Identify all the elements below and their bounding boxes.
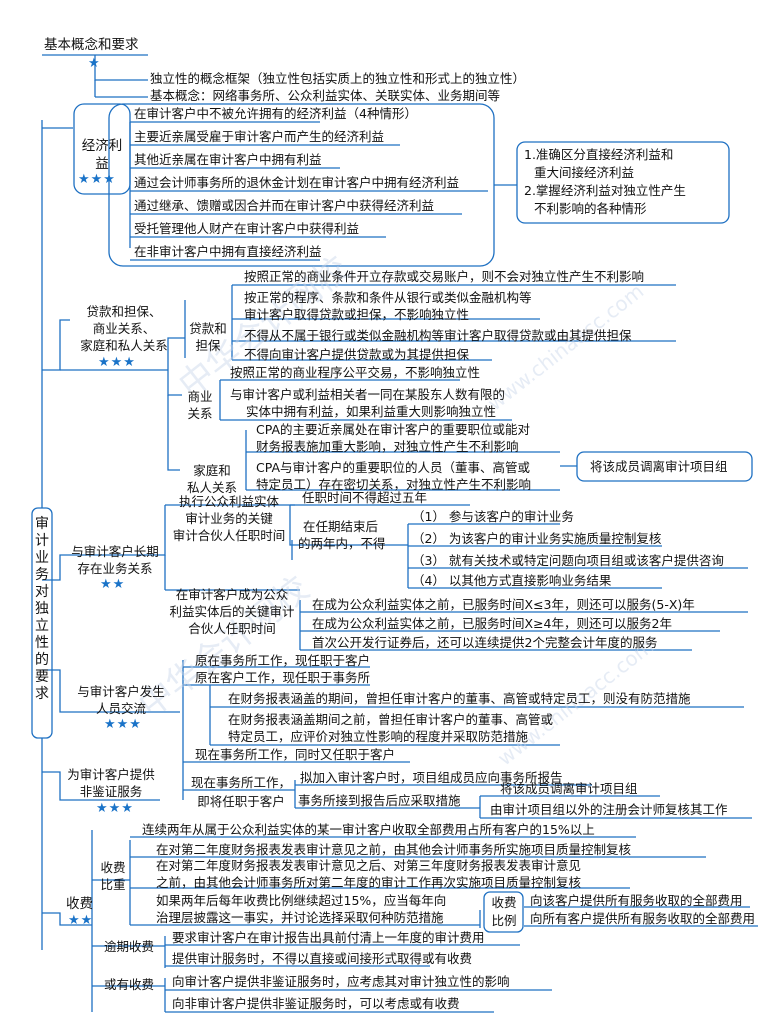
fee-contingent-item: 向非审计客户提供非鉴证服务时，可以考虑或有收费: [172, 996, 460, 1011]
staff-item: 现在事务所工作，同时又任职于客户: [195, 747, 396, 762]
loan-label: 家庭和私人关系: [80, 338, 168, 353]
fam-item: CPA与审计客户的重要职位的人员（董事、高管或: [256, 460, 531, 475]
fee-ratio2-item: 向所有客户提供所有服务收取的全部费用: [530, 911, 756, 926]
staff-sub: 特定员工，应评价对独立性影响的程度并采取防范措施: [228, 729, 529, 744]
biz-item: 按照正常的商业程序公平交易，不影响独立性: [230, 365, 481, 380]
loan-item: 不得从不属于银行或类似金融机构等审计客户取得贷款或由其提供担保: [244, 328, 632, 343]
loan-sub-label: 担保: [195, 338, 221, 353]
staff-future-label: 现在事务所工作，: [190, 775, 291, 790]
staff-item: 原在事务所工作，现任职于客户: [195, 653, 371, 668]
long-stars: ★★: [100, 577, 126, 592]
long-p2-item: 在成为公众利益实体之前，已服务时间X≤3年，则还可以服务(5-X)年: [312, 597, 695, 612]
fam-label: 家庭和: [193, 463, 231, 478]
long-p2-item: 在成为公众利益实体之前，已服务时间X≥4年，则还可以服务2年: [312, 616, 672, 631]
econ-note: 不利影响的各种情形: [534, 201, 647, 216]
staff-future-c: 将该成员调离审计项目组: [500, 781, 638, 796]
long-label: 与审计客户长期: [71, 544, 159, 559]
long-p1-label: 执行公众利益实体: [178, 494, 279, 509]
econ-item: 通过会计师事务所的退休金计划在审计客户中拥有经济利益: [134, 175, 460, 190]
biz-label: 商业: [187, 389, 213, 404]
fee-ratio-item: 之前，由其他会计师事务所对第二年度的审计工作再次实施项目质量控制复核: [156, 875, 582, 890]
econ-item: 在非审计客户中拥有直接经济利益: [134, 244, 322, 259]
fee-ratio2-label: 比例: [491, 913, 517, 928]
fee-overdue-label: 逾期收费: [104, 939, 155, 954]
econ-stars: ★★★: [78, 172, 116, 187]
fam-label: 私人关系: [186, 480, 237, 495]
fam-item: 特定员工）存在密切关系，对独立性产生不利影响: [256, 477, 532, 492]
intro-line: 独立性的概念框架（独立性包括实质上的独立性和形式上的独立性）: [150, 71, 526, 86]
staff-sub: 在财务报表涵盖的期间，曾担任审计客户的董事、高管或特定员工，则没有防范措施: [228, 691, 691, 706]
fee-ratio2-label: 收费: [491, 895, 517, 910]
econ-note: 2.掌握经济利益对独立性产生: [524, 183, 686, 198]
econ-note: 1.准确区分直接经济利益和: [524, 147, 674, 162]
loan-label: 贷款和担保、: [86, 304, 162, 319]
long-p1-a: 任职时间不得超过五年: [302, 490, 428, 505]
long-label: 存在业务关系: [77, 561, 153, 576]
econ-note: 重大间接经济利益: [534, 165, 635, 180]
fee-ratio-label: 收费: [100, 860, 126, 875]
long-p1-label: 审计合伙人任职时间: [172, 528, 286, 543]
fee-overdue-item: 要求审计客户在审计报告出具前付清上一年度的审计费用: [172, 930, 485, 945]
fam-item: 财务报表施加重大影响，对独立性产生不利影响: [256, 439, 519, 454]
long-p2-label: 利益实体后的关键审计: [169, 604, 295, 619]
fee-ratio-head: 连续两年从属于公众利益实体的某一审计客户收取全部费用占所有客户的15%以上: [142, 822, 595, 837]
long-p1-item: （4） 以其他方式直接影响业务结果: [412, 573, 612, 588]
biz-label: 关系: [187, 406, 213, 421]
staff-future-c: 由审计项目组以外的注册会计师复核其工作: [490, 802, 728, 817]
long-p1-label: 审计业务的关键: [185, 511, 273, 526]
fee-ratio-item: 治理层披露这一事实，并讨论选择采取何种防范措施: [156, 910, 444, 925]
fee-ratio-item: 在对第二年度财务报表发表审计意见之后、对第三年度财务报表发表审计意见: [156, 858, 582, 873]
long-p1-item: （3） 就有关技术或特定问题向项目组或该客户提供咨询: [412, 553, 724, 568]
fee-ratio-item: 在对第二年度财务报表发表审计意见之前，由其他会计师事务所实施项目质量控制复核: [156, 842, 632, 857]
long-p1-b: 在任期结束后: [303, 519, 379, 534]
fee-overdue-item: 提供审计服务时，不得以直接或间接形式取得或有收费: [172, 951, 473, 966]
fee-contingent-item: 向审计客户提供非鉴证服务时，应考虑其对审计独立性的影响: [172, 974, 510, 989]
long-p1-item: （2） 为该客户的审计业务实施质量控制复核: [412, 531, 662, 546]
fee-stars: ★★: [68, 913, 94, 928]
loan-item: 审计客户取得贷款或担保，不影响独立性: [244, 307, 470, 322]
econ-item: 受托管理他人财产在审计客户中获得利益: [134, 221, 360, 236]
biz-item: 与审计客户或利益相关者一同在某股东人数有限的: [230, 387, 506, 402]
center-title: 审计业务对独立性的要求: [35, 516, 49, 702]
fee-contingent-label: 或有收费: [104, 977, 155, 992]
fee-ratio2-item: 向该客户提供所有服务收取的全部费用: [530, 893, 743, 908]
long-p1-item: （1） 参与该客户的审计业务: [412, 509, 574, 524]
fee-label: 收费: [66, 896, 93, 912]
loan-stars: ★★★: [98, 355, 136, 370]
long-p1-b: 的两年内，不得: [298, 536, 386, 551]
loan-sub-label: 贷款和: [189, 321, 227, 336]
biz-item: 实体中拥有利益，如果利益重大则影响独立性: [246, 404, 497, 419]
root-title: 基本概念和要求: [44, 37, 139, 53]
nonassure-label: 为审计客户提供: [67, 767, 155, 782]
nonassure-stars: ★★★: [96, 801, 134, 816]
econ-item: 通过继承、馈赠或因合并而在审计客户中获得经济利益: [134, 198, 435, 213]
loan-item: 按照正常的商业条件开立存款或交易账户，则不会对独立性产生不利影响: [244, 269, 645, 284]
staff-future-label: 即将任职于客户: [197, 794, 285, 809]
staff-label: 与审计客户发生: [77, 684, 165, 699]
loan-item: 不得向审计客户提供贷款或为其提供担保: [244, 347, 470, 362]
fee-ratio-label: 比重: [100, 877, 126, 892]
econ-label: 经济利益: [81, 138, 123, 172]
loan-label: 商业关系、: [92, 321, 156, 336]
staff-label: 人员交流: [95, 701, 146, 716]
staff-future-b: 事务所接到报告后应采取措施: [298, 793, 461, 808]
fam-item: CPA的主要近亲属处在审计客户的重要职位或能对: [256, 422, 531, 437]
fee-ratio-item: 如果两年后每年收费比例继续超过15%，应当每年向: [156, 893, 447, 908]
staff-sub: 在财务报表涵盖期间之前，曾担任审计客户的董事、高管或: [228, 712, 554, 727]
econ-item: 主要近亲属受雇于审计客户而产生的经济利益: [134, 129, 385, 144]
long-p2-item: 首次公开发行证券后，还可以连续提供2个完整会计年度的服务: [312, 635, 658, 650]
intro-line: 基本概念：网络事务所、公众利益实体、关联实体、业务期间等: [150, 88, 501, 103]
econ-item: 其他近亲属在审计客户中拥有利益: [134, 152, 322, 167]
loan-item: 按正常的程序、条款和条件从银行或类似金融机构等: [244, 290, 532, 305]
fam-action: 将该成员调离审计项目组: [590, 459, 728, 474]
long-p2-label: 合伙人任职时间: [188, 621, 276, 636]
staff-stars: ★★★: [104, 717, 142, 732]
nonassure-label: 非鉴证服务: [79, 784, 143, 799]
econ-item: 在审计客户中不被允许拥有的经济利益（4种情形）: [134, 106, 417, 121]
root-stars: ★: [88, 56, 101, 71]
long-p2-label: 在审计客户成为公众: [175, 587, 289, 602]
staff-item: 原在客户工作，现任职于事务所: [195, 670, 371, 685]
staff-future-a: 拟加入审计客户时，项目组成员应向事务所报告: [300, 770, 563, 785]
